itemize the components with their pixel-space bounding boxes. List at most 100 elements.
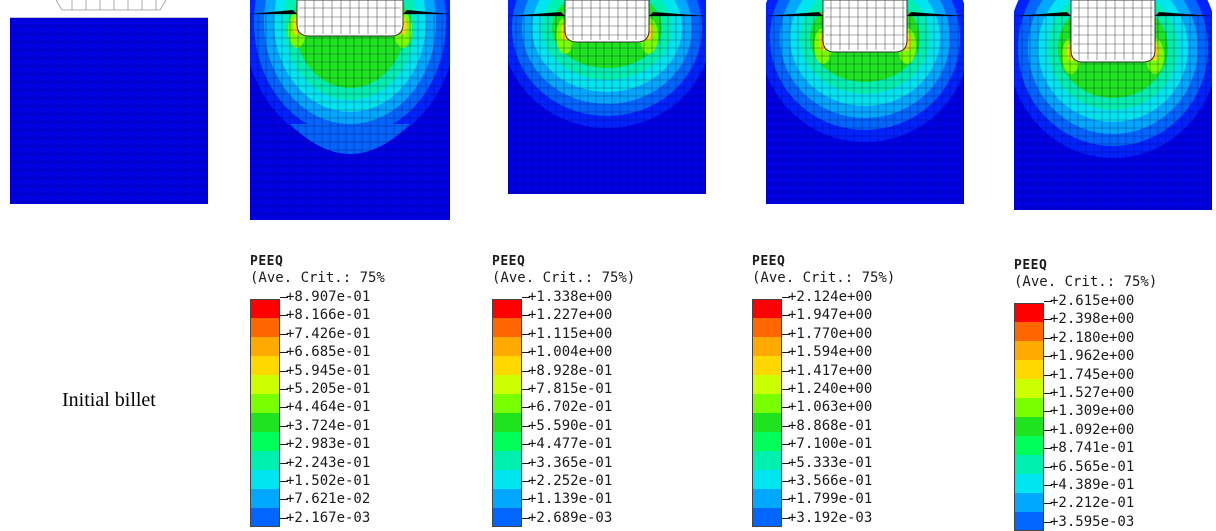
legend-value: +2.983e-01 bbox=[286, 436, 371, 453]
legend-subtitle: (Ave. Crit.: 75%) bbox=[1014, 274, 1158, 290]
legend-tick bbox=[280, 407, 288, 409]
legend-tick bbox=[1044, 374, 1052, 376]
legend-value: +1.338e+00 bbox=[528, 289, 613, 305]
legend-color-bar bbox=[250, 299, 280, 527]
legend-swatch bbox=[1014, 379, 1044, 398]
legend-swatch bbox=[250, 470, 280, 489]
legend-value: +4.464e-01 bbox=[286, 399, 371, 416]
legend-value: +1.962e+00 bbox=[1050, 348, 1135, 365]
legend-tick bbox=[782, 389, 790, 390]
legend-tick bbox=[280, 462, 288, 464]
surface-edge bbox=[250, 10, 450, 14]
legend-swatch bbox=[752, 470, 782, 489]
legend-value: +6.565e-01 bbox=[1050, 458, 1135, 475]
legend-tick bbox=[522, 462, 530, 464]
legend-value: +3.566e-01 bbox=[788, 473, 873, 489]
legend-tick bbox=[782, 370, 790, 372]
initial-billet-mesh bbox=[10, 0, 208, 204]
legend-swatch bbox=[1014, 341, 1044, 360]
legend-value: +5.333e-01 bbox=[788, 454, 873, 471]
legend-swatch bbox=[492, 318, 522, 337]
legend-tick bbox=[782, 481, 790, 482]
legend-tick bbox=[280, 297, 288, 298]
legend-swatch bbox=[1014, 303, 1044, 322]
legend-swatch bbox=[752, 508, 782, 527]
legend-value: +5.590e-01 bbox=[528, 417, 613, 434]
punch-tool bbox=[822, 0, 908, 53]
legend-swatch bbox=[752, 318, 782, 337]
legend-value: +1.770e+00 bbox=[788, 325, 873, 342]
legend-title: PEEQ bbox=[492, 254, 526, 269]
legend-value: +1.115e+00 bbox=[528, 325, 613, 342]
legend-swatch bbox=[752, 413, 782, 432]
legend-swatch bbox=[492, 451, 522, 470]
legend-tick bbox=[522, 315, 530, 317]
legend-subtitle: (Ave. Crit.: 75%) bbox=[492, 270, 636, 286]
legend-value: +8.868e-01 bbox=[788, 417, 873, 434]
legend-color-bar bbox=[492, 299, 522, 527]
legend-value: +1.092e+00 bbox=[1050, 421, 1135, 438]
legend-tick bbox=[782, 425, 790, 427]
legend-swatch bbox=[752, 356, 782, 375]
legend-tick bbox=[782, 462, 790, 464]
punch-outline bbox=[55, 0, 167, 11]
legend-value: +7.815e-01 bbox=[528, 381, 613, 397]
legend-swatch bbox=[752, 489, 782, 508]
legend-tick bbox=[1044, 411, 1052, 413]
legend-swatch bbox=[250, 451, 280, 470]
legend-swatch bbox=[1014, 360, 1044, 379]
legend-swatch bbox=[1014, 322, 1044, 341]
contour-band bbox=[290, 124, 410, 154]
legend-tick bbox=[280, 444, 288, 446]
legend-tick bbox=[280, 370, 288, 372]
legend-tick bbox=[280, 481, 288, 482]
legend-swatch bbox=[250, 489, 280, 508]
surface-edge bbox=[766, 12, 964, 16]
legend-value: +1.527e+00 bbox=[1050, 385, 1135, 401]
punch-tool bbox=[296, 0, 404, 37]
legend-value: +6.702e-01 bbox=[528, 399, 613, 416]
legend-tick bbox=[1044, 503, 1052, 505]
legend-tick bbox=[280, 517, 288, 519]
legend-tick bbox=[522, 370, 530, 372]
legend-tick bbox=[1044, 521, 1052, 523]
legend-tick bbox=[1044, 429, 1052, 431]
legend-swatch bbox=[250, 337, 280, 356]
legend-title: PEEQ bbox=[752, 254, 786, 269]
legend-value: +2.689e-03 bbox=[528, 509, 613, 526]
legend-tick bbox=[280, 352, 288, 354]
legend-value: +5.945e-01 bbox=[286, 362, 371, 379]
initial-billet-caption: Initial billet bbox=[62, 389, 156, 411]
legend-swatch bbox=[1014, 436, 1044, 455]
legend-swatch bbox=[1014, 455, 1044, 474]
stage-3-mesh bbox=[766, 0, 964, 204]
legend-swatch bbox=[492, 432, 522, 451]
legend-tick bbox=[1044, 319, 1052, 321]
legend-value: +3.595e-03 bbox=[1050, 513, 1135, 530]
legend-swatch bbox=[1014, 474, 1044, 493]
legend-swatch bbox=[752, 451, 782, 470]
billet-body bbox=[10, 18, 208, 204]
legend-swatch bbox=[1014, 398, 1044, 417]
legend-tick bbox=[522, 389, 530, 390]
legend-swatch bbox=[250, 375, 280, 394]
legend-tick bbox=[522, 425, 530, 427]
legend-value: +1.502e-01 bbox=[286, 473, 371, 489]
legend-swatch bbox=[752, 432, 782, 451]
legend-swatch bbox=[752, 299, 782, 318]
legend-swatch bbox=[1014, 512, 1044, 531]
legend-tick bbox=[782, 407, 790, 409]
mesh-grid bbox=[10, 17, 208, 204]
legend-swatch bbox=[492, 356, 522, 375]
legend-tick bbox=[522, 444, 530, 446]
legend-tick bbox=[782, 499, 790, 501]
legend-value: +3.365e-01 bbox=[528, 454, 613, 471]
stage-2-mesh bbox=[508, 0, 706, 194]
legend-swatch bbox=[250, 394, 280, 413]
legend-tick bbox=[280, 499, 288, 501]
legend-swatch bbox=[492, 413, 522, 432]
legend-tick bbox=[1044, 393, 1052, 394]
legend-color-bar bbox=[1014, 303, 1044, 531]
legend-swatch bbox=[250, 508, 280, 527]
legend-value: +2.615e+00 bbox=[1050, 293, 1135, 309]
